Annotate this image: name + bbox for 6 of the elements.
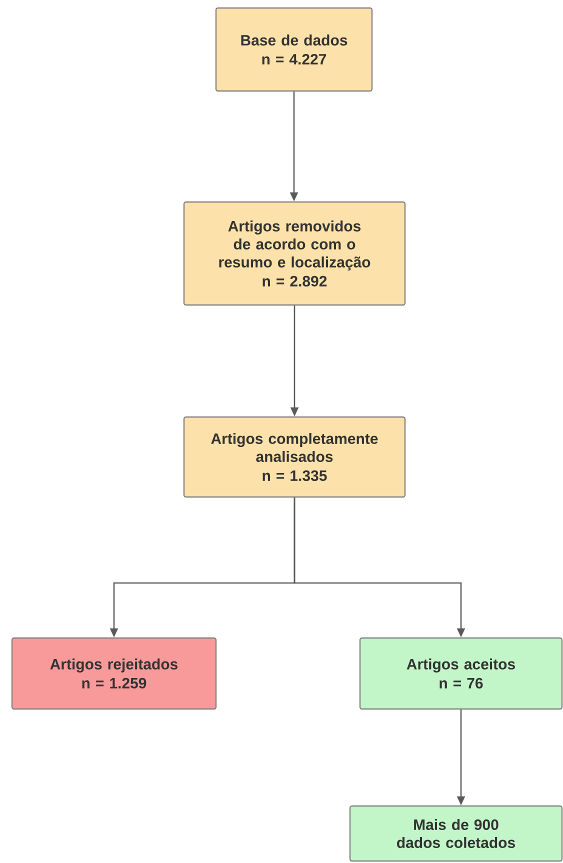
- process-box: Artigos rejeitados n = 1.259: [11, 637, 217, 710]
- process-box: Base de dados n = 4.227: [215, 7, 373, 92]
- process-box: Mais de 900 dados coletados: [349, 805, 563, 862]
- process-box: Artigos aceitos n = 76: [359, 637, 563, 710]
- process-box: Artigos removidos de acordo com o resumo e localização n = 2.892: [183, 201, 406, 306]
- process-box: Artigos completamente analisados n = 1.335: [183, 416, 406, 498]
